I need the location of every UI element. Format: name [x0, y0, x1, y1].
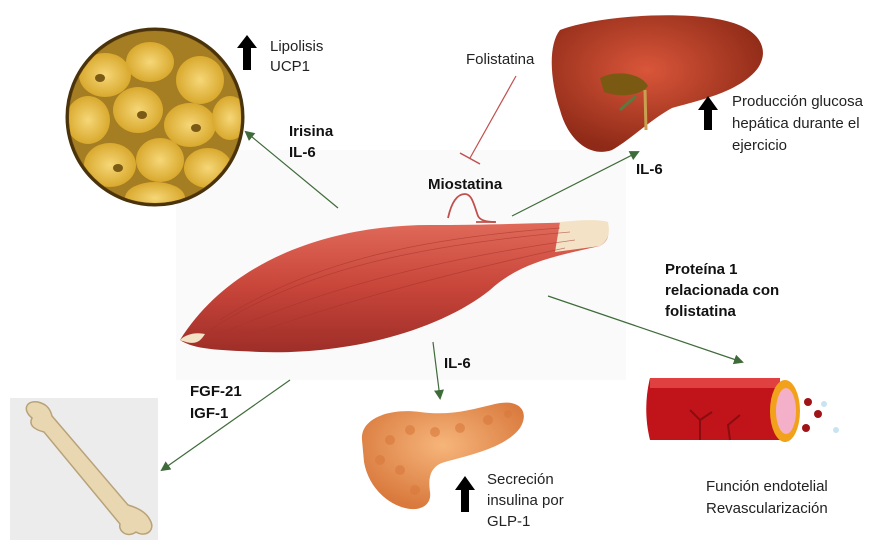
funcion-line-1: Función endotelial [706, 477, 828, 497]
produccion-line-2: hepática durante el [732, 114, 860, 134]
secrecion-line-3: GLP-1 [487, 512, 530, 532]
produccion-line-1: Producción glucosa [732, 92, 863, 112]
proteina-line-1: Proteína 1 [665, 260, 738, 280]
lipolisis-label: Lipolisis [270, 37, 323, 57]
secrecion-line-1: Secreción [487, 470, 554, 490]
il6-pancreas-label: IL-6 [444, 354, 471, 374]
produccion-line-3: ejercicio [732, 136, 787, 156]
folistatina-label: Folistatina [466, 50, 534, 70]
igf1-label: IGF-1 [190, 404, 228, 424]
up-arrow-icon [698, 96, 718, 130]
fgf21-label: FGF-21 [190, 382, 242, 402]
proteina-line-3: folistatina [665, 302, 736, 322]
up-arrow-icon [455, 476, 475, 512]
miostatina-label: Miostatina [428, 175, 502, 195]
il6-liver-label: IL-6 [636, 160, 663, 180]
blood-vessel-illustration [646, 378, 839, 442]
proteina-line-2: relacionada con [665, 281, 779, 301]
ucp1-label: UCP1 [270, 57, 310, 77]
funcion-line-2: Revascularización [706, 499, 828, 519]
secrecion-line-2: insulina por [487, 491, 564, 511]
il6-fat-label: IL-6 [289, 143, 316, 163]
irisina-label: Irisina [289, 122, 333, 142]
up-arrow-icon [237, 35, 257, 70]
